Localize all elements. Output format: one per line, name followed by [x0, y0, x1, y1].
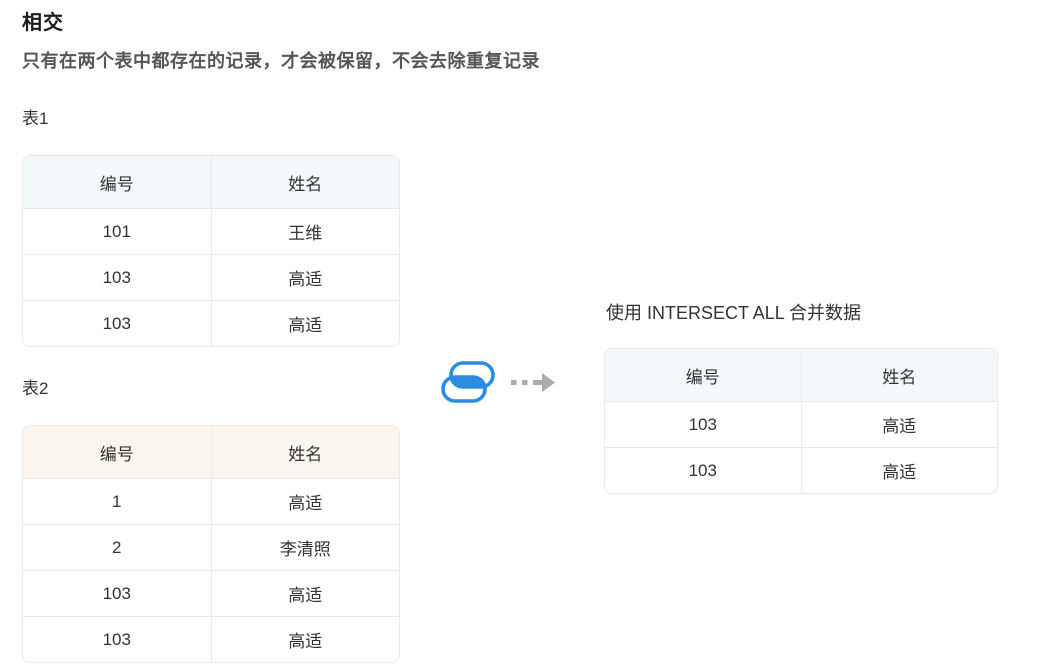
- table2: 编号 姓名 1 高适 2 李清照 103 高适 103 高适: [22, 425, 400, 663]
- table-cell: 高适: [210, 616, 399, 662]
- table-cell: 103: [605, 401, 801, 448]
- table-cell: 2: [23, 524, 211, 571]
- table-row: 103 高适: [23, 300, 399, 346]
- table-cell: 101: [23, 208, 211, 255]
- result-label: 使用 INTERSECT ALL 合并数据: [606, 303, 862, 323]
- table-cell: 103: [23, 254, 211, 301]
- table2-header-row: 编号 姓名: [23, 426, 399, 479]
- table1: 编号 姓名 101 王维 103 高适 103 高适: [22, 155, 400, 347]
- table-row: 103 高适: [605, 401, 997, 448]
- table-cell: 李清照: [210, 524, 399, 571]
- result-header-id: 编号: [605, 349, 801, 402]
- table-row: 103 高适: [23, 254, 399, 301]
- table-cell: 103: [23, 616, 211, 662]
- table-cell: 高适: [800, 447, 997, 493]
- table2-header-id: 编号: [23, 426, 211, 479]
- table2-header-name: 姓名: [210, 426, 399, 479]
- table-cell: 高适: [210, 570, 399, 617]
- table-cell: 高适: [210, 300, 399, 346]
- table-cell: 高适: [210, 254, 399, 301]
- table2-label: 表2: [22, 379, 49, 398]
- dashed-arrow-icon: [509, 370, 557, 400]
- table-row: 101 王维: [23, 208, 399, 255]
- result-header-row: 编号 姓名: [605, 349, 997, 402]
- table-cell: 1: [23, 478, 211, 525]
- table-cell: 103: [23, 300, 211, 346]
- page-title: 相交: [22, 12, 64, 34]
- intersect-icon: [441, 361, 495, 409]
- table-row: 1 高适: [23, 478, 399, 525]
- table-row: 103 高适: [23, 570, 399, 617]
- table1-label: 表1: [22, 109, 49, 128]
- page-subtitle: 只有在两个表中都存在的记录，才会被保留，不会去除重复记录: [22, 51, 540, 71]
- table1-header-row: 编号 姓名: [23, 156, 399, 209]
- result-header-name: 姓名: [800, 349, 997, 402]
- table1-header-name: 姓名: [210, 156, 399, 209]
- table-row: 103 高适: [605, 447, 997, 493]
- table-cell: 高适: [210, 478, 399, 525]
- table-cell: 高适: [800, 401, 997, 448]
- table-row: 103 高适: [23, 616, 399, 662]
- table-row: 2 李清照: [23, 524, 399, 571]
- table-cell: 103: [23, 570, 211, 617]
- table-cell: 王维: [210, 208, 399, 255]
- table-cell: 103: [605, 447, 801, 493]
- table1-header-id: 编号: [23, 156, 211, 209]
- result-table: 编号 姓名 103 高适 103 高适: [604, 348, 998, 494]
